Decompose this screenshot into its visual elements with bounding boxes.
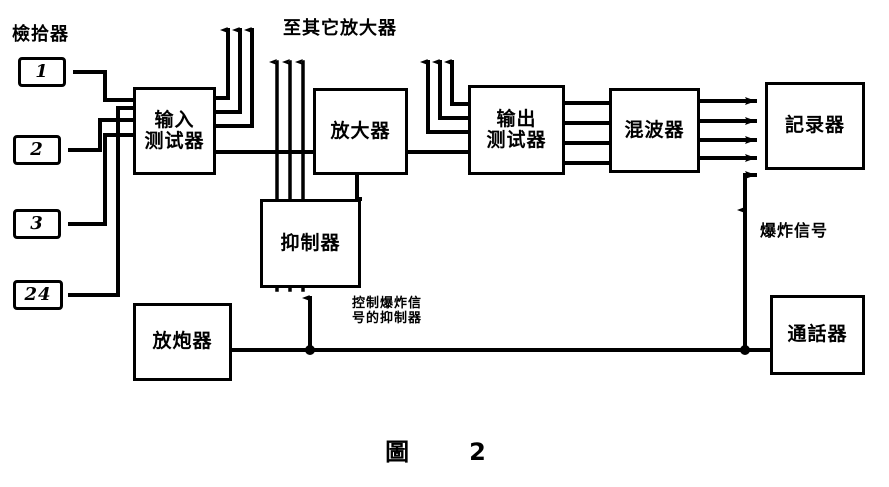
block-intercom[interactable]: 通話器 (770, 295, 865, 375)
block-suppressor-label: 抑制器 (280, 231, 341, 254)
block-amplifier[interactable]: 放大器 (313, 88, 408, 175)
block-output-tester-line1: 输出 (496, 107, 537, 130)
block-output-tester[interactable]: 输出 测试器 (468, 85, 565, 175)
block-amplifier-label: 放大器 (330, 119, 391, 142)
block-input-tester[interactable]: 输入 测试器 (133, 87, 216, 175)
channel-box-2-label: 2 (30, 138, 44, 160)
label-blast-signal: 爆炸信号 (760, 221, 829, 240)
block-input-tester-line1: 输入 (154, 108, 195, 131)
block-input-tester-line2: 测试器 (144, 130, 205, 152)
block-mixer-label: 混波器 (624, 118, 685, 141)
channel-box-3-label: 3 (30, 212, 44, 234)
label-to-other-amplifiers: 至其它放大器 (283, 18, 397, 39)
block-shot-firer-label: 放炮器 (152, 330, 213, 353)
block-shot-firer[interactable]: 放炮器 (133, 303, 232, 381)
block-recorder-label: 記录器 (784, 114, 845, 137)
block-intercom-label: 通話器 (787, 323, 848, 346)
channel-box-24[interactable]: 24 (13, 280, 63, 310)
block-mixer[interactable]: 混波器 (609, 88, 700, 173)
block-output-tester-line2: 测试器 (486, 129, 547, 151)
label-detectors: 檢拾器 (12, 24, 69, 45)
block-recorder[interactable]: 記录器 (765, 82, 865, 170)
channel-box-1-label: 1 (35, 60, 49, 82)
channel-box-2[interactable]: 2 (13, 135, 61, 165)
channel-box-3[interactable]: 3 (13, 209, 61, 239)
figure-caption: 圖 2 (385, 438, 504, 466)
block-suppressor[interactable]: 抑制器 (260, 199, 361, 288)
channel-box-1[interactable]: 1 (18, 57, 66, 87)
label-suppressor-note: 控制爆炸信 号的抑制器 (352, 296, 423, 327)
channel-box-24-label: 24 (24, 283, 52, 305)
